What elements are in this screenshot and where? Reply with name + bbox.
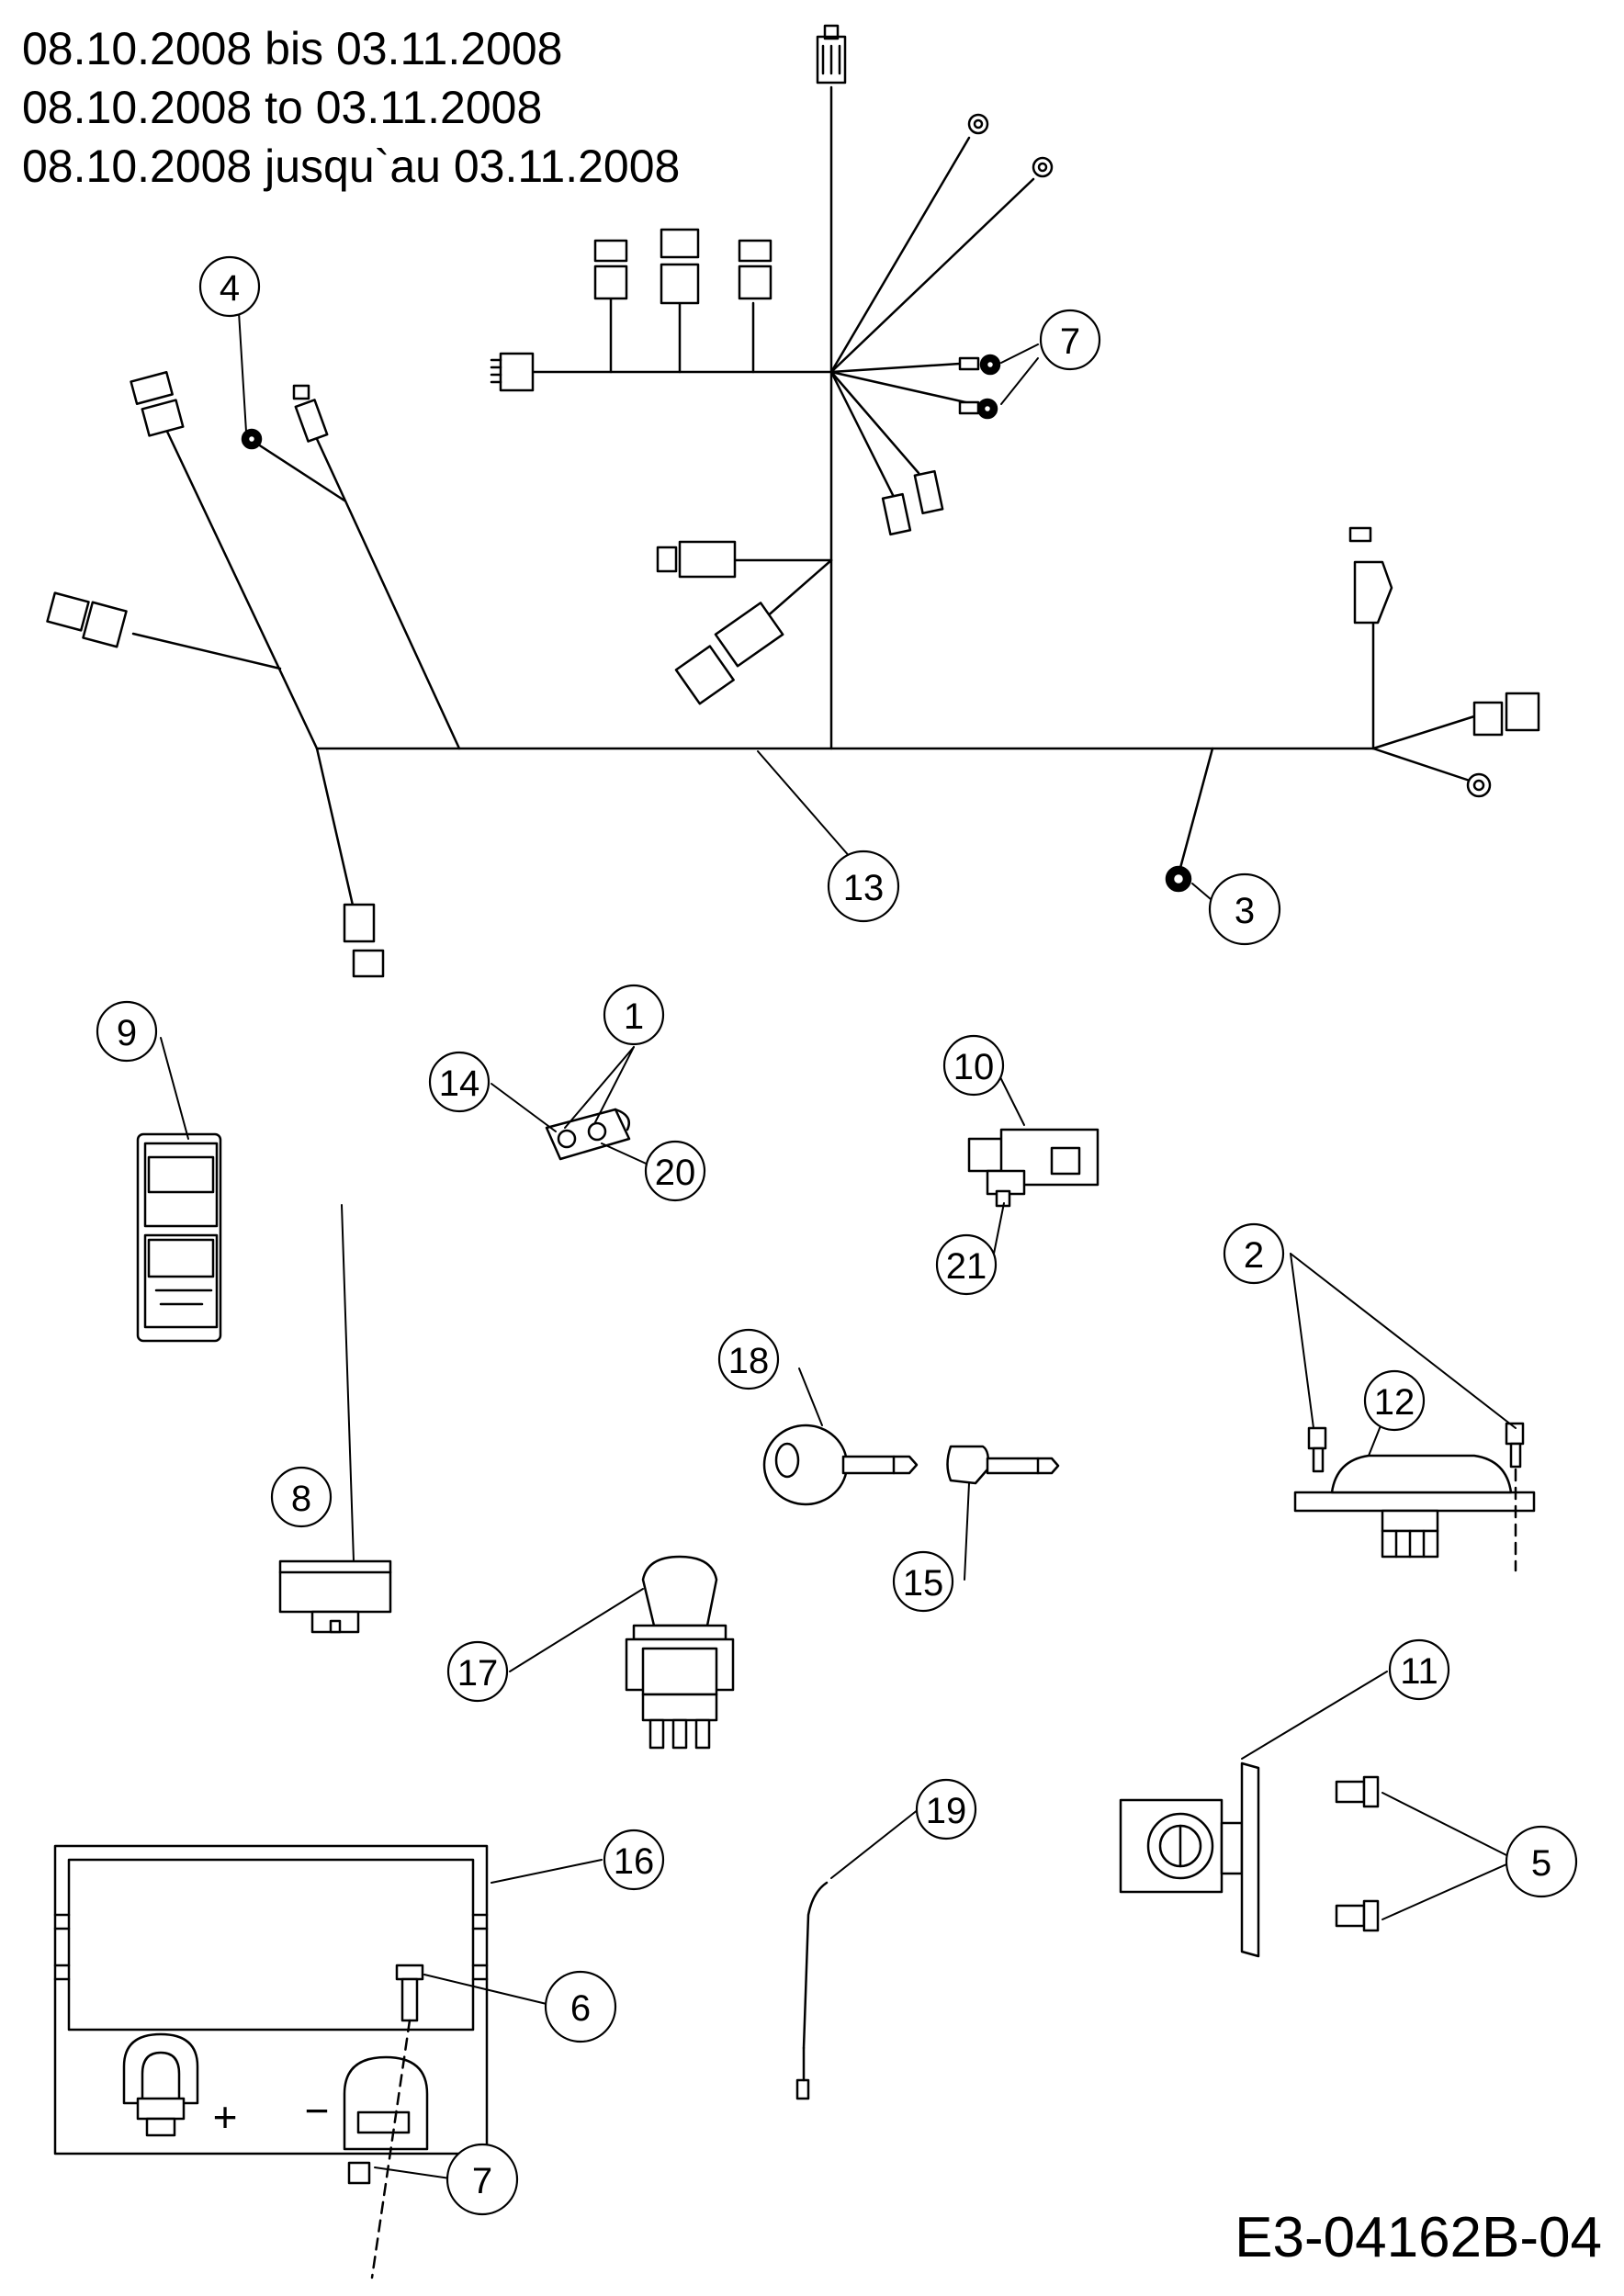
battery-minus-symbol: − — [305, 2087, 330, 2134]
date-range-french: 08.10.2008 jusqu`au 03.11.2008 — [22, 141, 681, 192]
callout-21: 21 — [946, 1246, 987, 1287]
callout-4: 4 — [220, 268, 240, 309]
component-15-key — [948, 1446, 1059, 1483]
callout-14: 14 — [439, 1064, 480, 1104]
callout-15: 15 — [903, 1563, 944, 1604]
harness-connectors — [48, 26, 1539, 976]
callout-7-harness: 7 — [1060, 321, 1080, 362]
component-16-battery — [55, 1846, 487, 2278]
component-12-bracket — [1295, 1424, 1534, 1570]
component-17-pto-switch — [626, 1557, 733, 1748]
callout-18: 18 — [728, 1341, 770, 1381]
callout-circles — [97, 257, 1576, 2214]
callout-5: 5 — [1531, 1843, 1551, 1884]
component-11-ignition-switch — [1121, 1763, 1258, 1956]
component-10-switch — [969, 1130, 1098, 1206]
component-9-switch-panel — [138, 1134, 220, 1341]
date-range-german: 08.10.2008 bis 03.11.2008 — [22, 23, 563, 74]
callout-2: 2 — [1244, 1235, 1264, 1276]
component-18-ignition-key — [764, 1425, 917, 1504]
callout-3: 3 — [1235, 891, 1255, 931]
component-14-diode-holder — [547, 1109, 629, 1159]
callout-10: 10 — [953, 1047, 995, 1087]
wiring-harness — [133, 87, 1474, 909]
callout-12: 12 — [1374, 1382, 1415, 1423]
callout-16: 16 — [614, 1841, 655, 1882]
callout-11: 11 — [1400, 1651, 1438, 1692]
callout-8: 8 — [291, 1479, 311, 1519]
callout-7-battery: 7 — [472, 2161, 492, 2201]
date-range-english: 08.10.2008 to 03.11.2008 — [22, 82, 543, 133]
callout-9: 9 — [117, 1013, 137, 1053]
component-8-cap — [280, 1561, 390, 1632]
callout-numbers: 4 7 13 3 9 1 14 20 10 21 2 12 18 15 8 17… — [117, 268, 1551, 2201]
callout-17: 17 — [457, 1653, 499, 1694]
callout-6: 6 — [570, 1988, 591, 2029]
callout-19: 19 — [926, 1791, 967, 1831]
callout-20: 20 — [655, 1153, 696, 1193]
component-5-screws — [1336, 1777, 1378, 1930]
component-19-wire — [797, 1883, 827, 2099]
document-code: E3-04162B-04 — [1235, 2206, 1602, 2269]
callout-13: 13 — [843, 868, 885, 908]
callout-1: 1 — [624, 996, 644, 1037]
battery-plus-symbol: + — [213, 2093, 238, 2141]
